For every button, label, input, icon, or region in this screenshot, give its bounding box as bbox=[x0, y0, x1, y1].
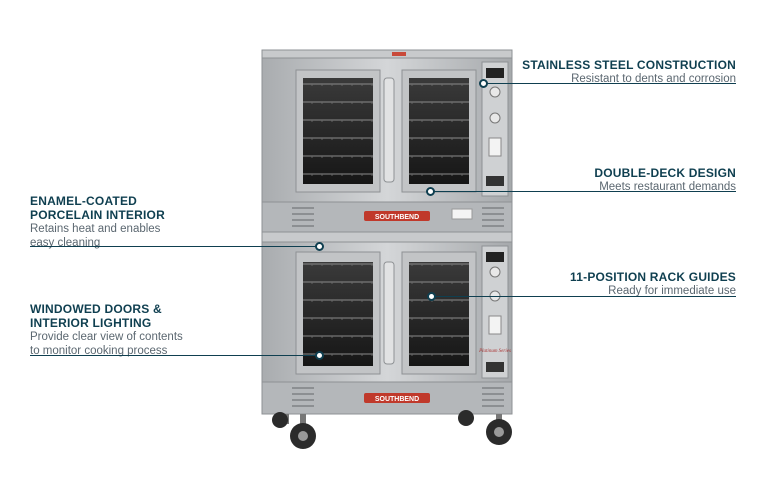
callout-windowed-title-2: INTERIOR LIGHTING bbox=[30, 316, 152, 330]
upper-display bbox=[486, 68, 504, 78]
callout-windowed-line bbox=[30, 355, 320, 356]
callout-windowed-desc-2: to monitor cooking process bbox=[30, 345, 168, 357]
upper-brand-badge bbox=[364, 211, 430, 221]
callout-enamel-title-1: ENAMEL-COATED bbox=[30, 194, 138, 208]
callout-enamel-dot bbox=[315, 242, 324, 251]
callout-rack-title: 11-POSITION RACK GUIDES bbox=[570, 270, 736, 284]
oven-top-cap bbox=[261, 49, 513, 59]
lower-brand-text: SOUTHBEND bbox=[375, 396, 419, 403]
callout-doubledeck: DOUBLE-DECK DESIGN Meets restaurant dema… bbox=[594, 166, 736, 194]
caster-back-right bbox=[458, 410, 474, 426]
callout-stainless-line bbox=[484, 83, 736, 84]
callout-stainless-title: STAINLESS STEEL CONSTRUCTION bbox=[522, 58, 736, 72]
callout-windowed-title-1: WINDOWED DOORS & bbox=[30, 302, 162, 316]
callout-doubledeck-line bbox=[431, 191, 736, 192]
callout-doubledeck-desc: Meets restaurant demands bbox=[599, 181, 736, 193]
caster-back-left bbox=[272, 412, 288, 428]
callout-rack: 11-POSITION RACK GUIDES Ready for immedi… bbox=[570, 270, 736, 298]
callout-rack-desc: Ready for immediate use bbox=[608, 285, 736, 297]
upper-brand-text: SOUTHBEND bbox=[375, 214, 419, 221]
callout-doubledeck-title: DOUBLE-DECK DESIGN bbox=[594, 166, 736, 180]
callout-windowed-dot bbox=[315, 351, 324, 360]
lower-brand-badge bbox=[364, 393, 430, 403]
callout-stainless-desc: Resistant to dents and corrosion bbox=[571, 73, 736, 85]
callout-enamel-desc-1: Retains heat and enables bbox=[30, 223, 161, 235]
callout-rack-line bbox=[432, 296, 736, 297]
callout-windowed: WINDOWED DOORS & INTERIOR LIGHTING Provi… bbox=[30, 302, 183, 358]
callout-doubledeck-dot bbox=[426, 187, 435, 196]
callout-stainless: STAINLESS STEEL CONSTRUCTION Resistant t… bbox=[522, 58, 736, 86]
callout-windowed-desc-1: Provide clear view of contents bbox=[30, 331, 183, 343]
callout-stainless-dot bbox=[479, 79, 488, 88]
callout-enamel-desc-2: easy cleaning bbox=[30, 237, 101, 249]
script-label: Platinum Series bbox=[478, 349, 511, 354]
lower-door-handle bbox=[383, 261, 395, 365]
top-badge bbox=[392, 52, 406, 56]
upper-door-handle bbox=[383, 77, 395, 183]
lower-control-panel bbox=[481, 245, 509, 379]
callout-enamel-title-2: PORCELAIN INTERIOR bbox=[30, 208, 165, 222]
callout-rack-dot bbox=[427, 292, 436, 301]
deck-separator bbox=[261, 231, 513, 243]
callout-enamel-line bbox=[30, 246, 320, 247]
callout-enamel: ENAMEL-COATED PORCELAIN INTERIOR Retains… bbox=[30, 194, 165, 250]
